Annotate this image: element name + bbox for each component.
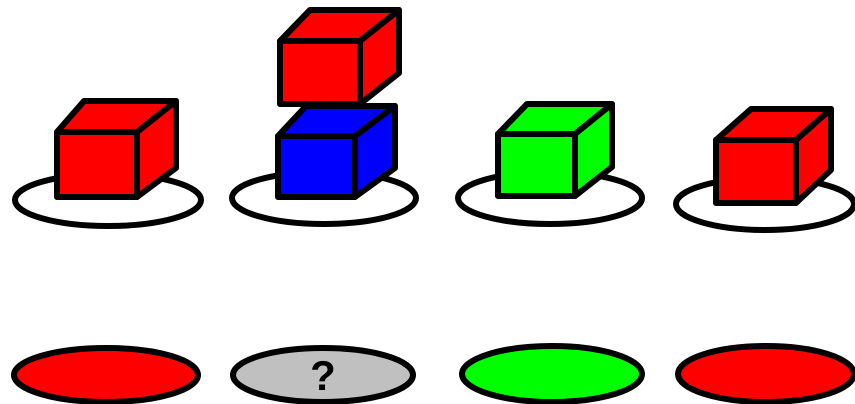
cube-column-1-bottom: [57, 101, 176, 197]
cube-column-2-bottom: [278, 106, 395, 197]
cube-column-2-top: [280, 10, 399, 104]
answer-ellipse-3: [462, 346, 642, 402]
question-mark: ?: [310, 352, 336, 399]
column-1: [15, 101, 201, 226]
answer-ellipse-4: [678, 346, 854, 402]
column-4: [676, 109, 854, 230]
cube-front-face: [280, 41, 360, 104]
cube-front-face: [278, 136, 355, 197]
answer-ellipse-1: [14, 348, 198, 402]
column-3: [458, 104, 642, 224]
cube-front-face: [57, 132, 137, 197]
cube-column-3-bottom: [498, 104, 612, 196]
cube-front-face: [716, 140, 796, 203]
cube-front-face: [498, 134, 575, 196]
cube-column-4-bottom: [716, 109, 831, 203]
answer-row: ?: [14, 346, 854, 402]
column-2: [232, 10, 416, 224]
